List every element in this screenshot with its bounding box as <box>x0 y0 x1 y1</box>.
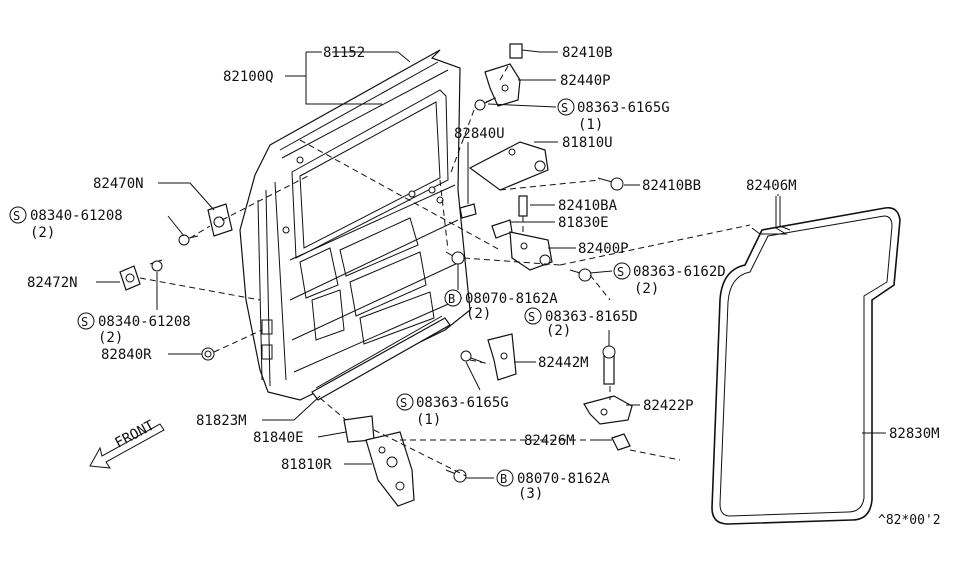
sliding-door-panel <box>239 49 471 401</box>
clip-82426M <box>611 433 631 451</box>
bracket-82442M <box>487 333 517 381</box>
svg-text:S: S <box>528 310 535 324</box>
label-82410B: 82410B <box>562 45 613 61</box>
label-82406M: 82406M <box>746 178 797 194</box>
symbol-screw-icon: S <box>557 98 575 116</box>
symbol-screw-icon: S <box>77 312 95 330</box>
label-qty: (2) <box>634 281 659 297</box>
label-82400P: 82400P <box>578 241 629 257</box>
label-qty: (2) <box>546 323 571 339</box>
cap-82840R <box>201 347 215 361</box>
diagram-code: ^82*00'2 <box>878 513 941 528</box>
label-08070-8162A-top: 08070-8162A <box>465 291 558 307</box>
label-82410BB: 82410BB <box>642 178 701 194</box>
label-08363-6165G-lower: 08363-6165G <box>416 395 509 411</box>
label-81823M: 81823M <box>196 413 247 429</box>
label-08363-8165D: 08363-8165D <box>545 309 638 325</box>
front-arrow-icon: FRONT <box>89 417 165 469</box>
symbol-bolt-icon: B <box>444 289 462 307</box>
label-82422P: 82422P <box>643 398 694 414</box>
label-08363-6162D: 08363-6162D <box>633 264 726 280</box>
screw-near-82472N <box>149 259 163 272</box>
label-qty: (1) <box>416 412 441 428</box>
lower-rail <box>311 315 451 401</box>
label-81152: 81152 <box>323 45 365 61</box>
lower-hinge-81810R <box>365 431 415 507</box>
screw-near-82470N <box>178 234 199 246</box>
screw-near-82442M <box>460 350 483 363</box>
label-82410BA: 82410BA <box>558 198 618 214</box>
label-82830M: 82830M <box>889 426 940 442</box>
label-08340-61208-lower: 08340-61208 <box>98 314 191 330</box>
symbol-screw-icon: S <box>396 393 414 411</box>
svg-text:B: B <box>500 472 507 486</box>
label-81810U: 81810U <box>562 135 613 151</box>
cap-82840U <box>459 203 477 219</box>
label-82440P: 82440P <box>560 73 611 89</box>
label-81840E: 81840E <box>253 430 304 446</box>
svg-text:S: S <box>81 315 88 329</box>
symbol-screw-icon: S <box>9 206 27 224</box>
label-81810R: 81810R <box>281 457 332 473</box>
lock-82400P <box>509 231 553 271</box>
part-81840E <box>343 415 375 443</box>
assembly-lines <box>139 65 751 477</box>
symbol-screw-icon: S <box>613 262 631 280</box>
label-82840U: 82840U <box>454 126 505 142</box>
label-81830E: 81830E <box>558 215 609 231</box>
symbol-screw-icon: S <box>524 307 542 325</box>
label-82100Q: 82100Q <box>223 69 274 85</box>
upper-hinge-part <box>468 141 549 191</box>
label-qty: (2) <box>466 306 491 322</box>
symbol-bolt-icon: B <box>496 469 514 487</box>
part-labels: 81152 82100Q 82410B 82440P 08363-6165G (… <box>27 45 940 502</box>
label-qty: (1) <box>578 117 603 133</box>
svg-text:S: S <box>13 209 20 223</box>
bolt-82410BA <box>518 195 528 217</box>
bolt-82410BB <box>597 177 624 191</box>
label-qty: (3) <box>518 486 543 502</box>
weatherstrip-82830M <box>711 206 901 525</box>
svg-text:B: B <box>448 292 455 306</box>
svg-text:S: S <box>400 396 407 410</box>
part-82472N <box>119 265 141 291</box>
screw-near-82400P <box>569 268 592 282</box>
label-qty: (2) <box>30 225 55 241</box>
label-82472N: 82472N <box>27 275 78 291</box>
plate-81830E <box>491 219 513 239</box>
label-82426M: 82426M <box>524 433 575 449</box>
label-qty: (2) <box>98 330 123 346</box>
bracket-82440P <box>484 63 521 107</box>
label-82442M: 82442M <box>538 355 589 371</box>
bolt-08363-8165D <box>602 345 616 385</box>
bolt-near-81810R <box>445 469 467 483</box>
label-08070-8162A-lower: 08070-8162A <box>517 471 610 487</box>
label-08340-61208-top: 08340-61208 <box>30 208 123 224</box>
svg-text:S: S <box>561 101 568 115</box>
label-08363-6165G-top: 08363-6165G <box>577 100 670 116</box>
bracket-82422P <box>583 395 633 425</box>
pin-82410B <box>509 43 541 59</box>
leader-lines <box>96 51 886 479</box>
bracket-82470N <box>207 203 233 237</box>
svg-text:S: S <box>617 265 624 279</box>
label-82840R: 82840R <box>101 347 152 363</box>
label-82470N: 82470N <box>93 176 144 192</box>
